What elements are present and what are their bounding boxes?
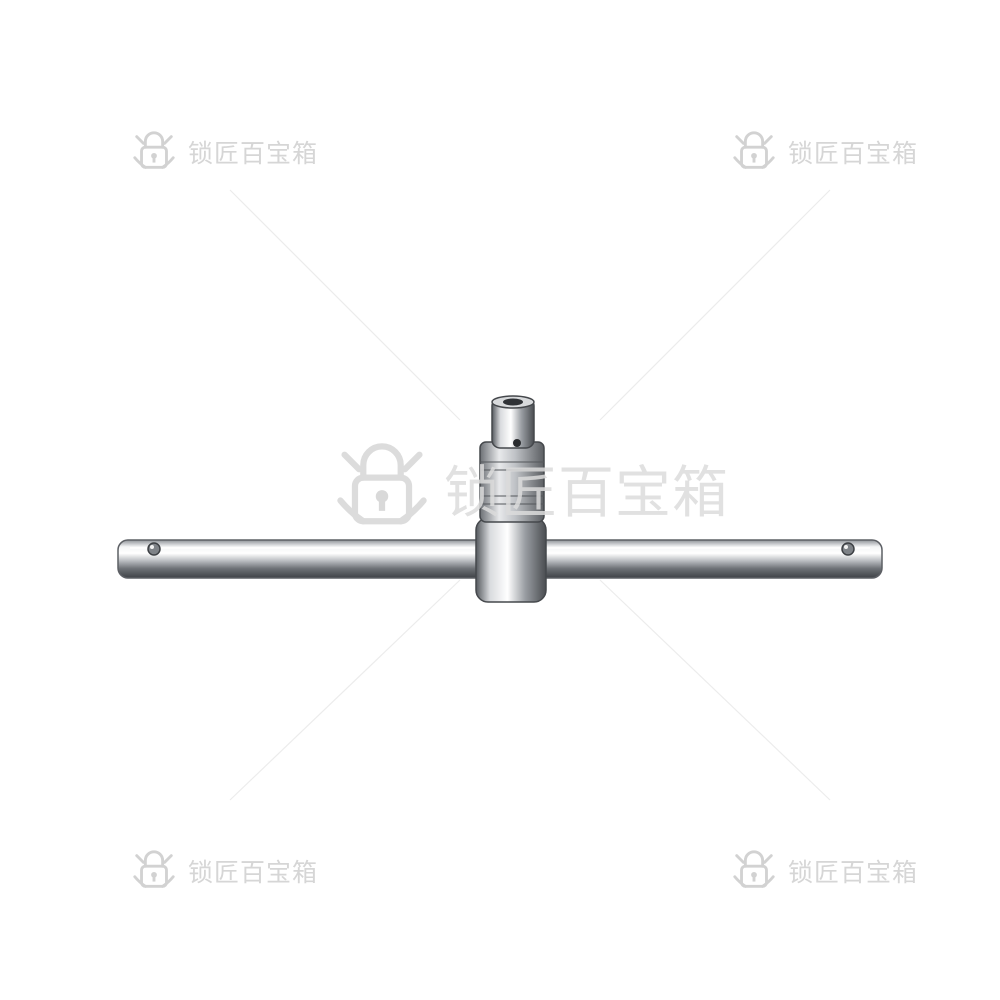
watermark-brand-text: 锁匠百宝箱 [188,858,319,887]
lock-wrench-logo-icon [733,131,775,169]
lock-wrench-logo-icon [337,443,427,525]
watermark-brand-text: 锁匠百宝箱 [444,460,729,526]
ball-detent-left [147,542,161,556]
watermark-brand-text: 锁匠百宝箱 [188,139,319,168]
lock-wrench-logo-icon [133,850,175,888]
watermark-top-right: 锁匠百宝箱 [730,127,918,177]
ball-detent-right [841,542,855,556]
watermark-bottom-left: 锁匠百宝箱 [130,846,318,896]
watermark-brand-text: 锁匠百宝箱 [788,139,919,168]
watermark-center: 锁匠百宝箱 [330,438,729,538]
lock-wrench-logo-icon [133,131,175,169]
watermark-bottom-right: 锁匠百宝箱 [730,846,918,896]
watermark-top-left: 锁匠百宝箱 [130,127,318,177]
lock-wrench-logo-icon [733,850,775,888]
watermark-brand-text: 锁匠百宝箱 [788,858,919,887]
